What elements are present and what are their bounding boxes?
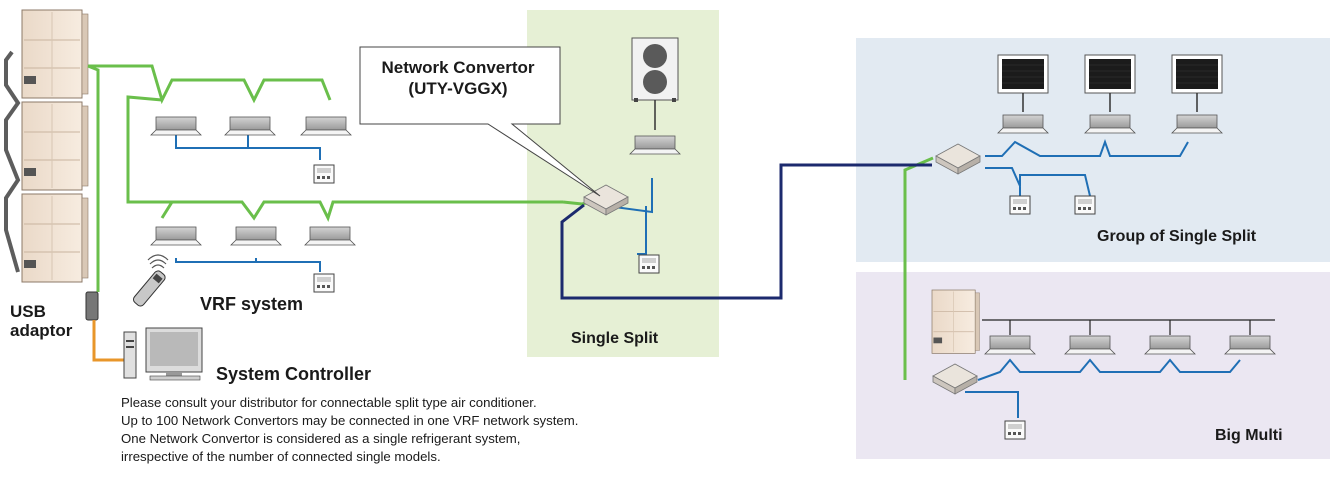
monitor-icon	[145, 327, 203, 381]
footnote-line: One Network Convertor is considered as a…	[121, 431, 521, 446]
remote-signal-icon	[147, 254, 169, 269]
group-remote-1	[1009, 195, 1031, 215]
usb-adaptor-label-line2: adaptor	[10, 321, 73, 340]
group-pipes	[1022, 93, 1198, 112]
network-convertor-callout	[359, 46, 601, 197]
single-split-label: Single Split	[571, 330, 659, 347]
group-indoor-units	[997, 114, 1223, 134]
footnote-block: Please consult your distributor for conn…	[121, 394, 578, 466]
usb-adaptor-label: USB adaptor	[10, 302, 72, 340]
group-remote-2	[1074, 195, 1096, 215]
trunk-line	[560, 163, 932, 300]
network-convertor-callout-label: Network Convertor (UTY-VGGX)	[362, 57, 554, 99]
footnote-line: Please consult your distributor for conn…	[121, 395, 537, 410]
single-split-outdoor-unit	[631, 37, 679, 102]
vrf-remote-1	[313, 164, 335, 184]
usb-adaptor-icon	[85, 291, 99, 321]
usb-adaptor-label-line1: USB	[10, 302, 46, 321]
big-multi-remote	[1004, 420, 1026, 440]
usb-cable	[92, 320, 124, 362]
vrf-system-label: VRF system	[200, 294, 304, 314]
vrf-remote-2	[313, 273, 335, 293]
callout-line-1: Network Convertor	[381, 58, 535, 77]
pc-tower-icon	[123, 331, 137, 379]
single-split-remote	[638, 254, 660, 274]
big-multi-label: Big Multi	[1215, 427, 1283, 444]
vrf-outdoor-units	[3, 9, 89, 283]
footnote-line: Up to 100 Network Convertors may be conn…	[121, 413, 579, 428]
callout-line-2: (UTY-VGGX)	[408, 79, 508, 98]
system-controller-label: System Controller	[216, 364, 372, 384]
big-multi-outdoor-unit	[931, 289, 980, 354]
big-multi-refrigerant-line	[982, 319, 1275, 335]
remote-lines	[175, 135, 1241, 418]
footnote-line: irrespective of the number of connected …	[121, 449, 441, 464]
group-outdoor-units	[997, 54, 1223, 94]
group-single-split-label: Group of Single Split	[1097, 228, 1257, 245]
handheld-remote-icon	[132, 270, 166, 307]
single-split-indoor-unit	[629, 135, 681, 155]
